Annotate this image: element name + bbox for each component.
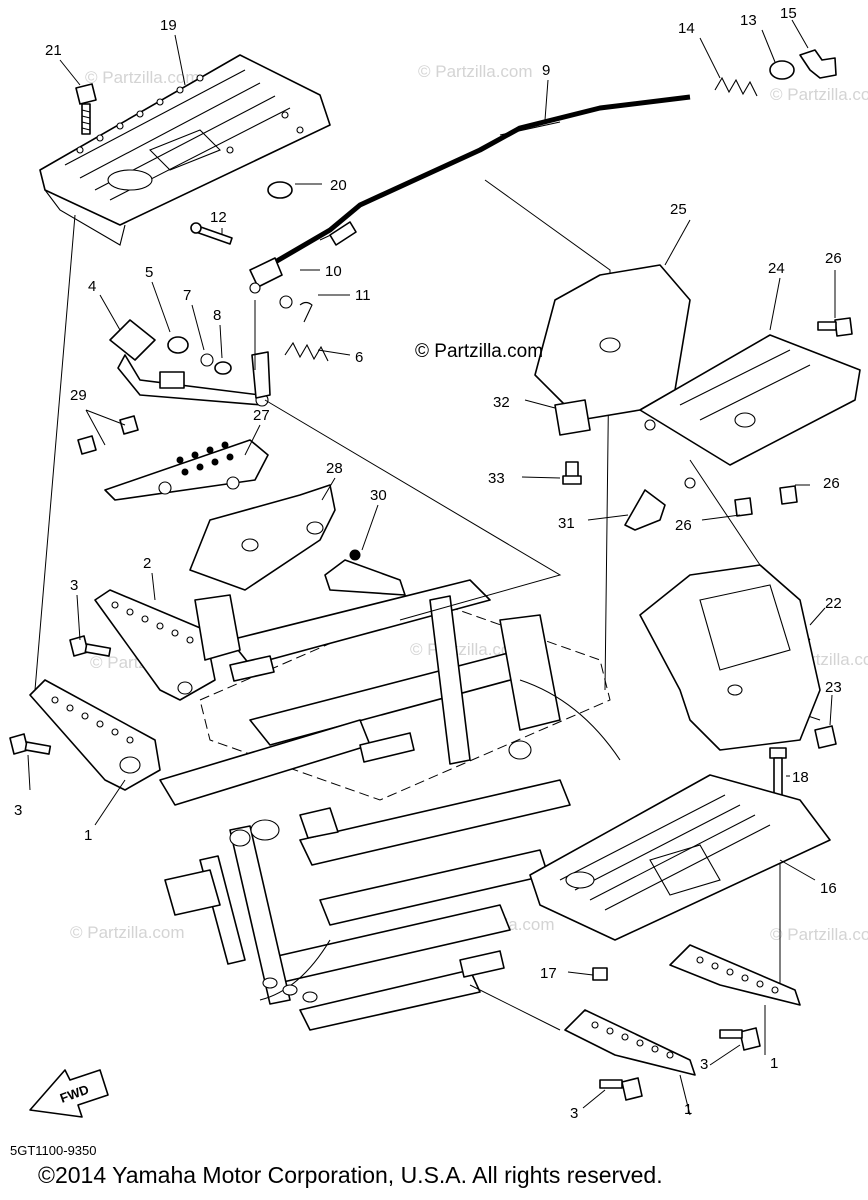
bolts-29 (77, 415, 139, 455)
step-bracket-1c (564, 1009, 696, 1076)
step-bracket-1b (669, 944, 801, 1006)
brake-pedal (109, 319, 271, 407)
step-bracket-1 (29, 679, 161, 791)
callout-1: 1 (684, 1101, 692, 1118)
callout-26: 26 (823, 475, 840, 492)
watermark: © Partzilla.com (70, 923, 185, 942)
watermark: © Partzilla.com (770, 925, 868, 944)
callout-3: 3 (700, 1056, 708, 1073)
callout-17: 17 (540, 965, 557, 982)
callout-22: 22 (825, 595, 842, 612)
footboard-left (39, 54, 331, 246)
bracket-2 (94, 589, 241, 701)
callout-26: 26 (675, 517, 692, 534)
bolt-23 (814, 725, 837, 749)
callout-2: 2 (143, 555, 151, 572)
brake-cable (249, 94, 691, 294)
callout-25: 25 (670, 201, 687, 218)
foot-plate-27 (104, 439, 269, 501)
nut-17 (592, 967, 608, 981)
bolt-3d (599, 1077, 643, 1101)
guard-24 (639, 334, 861, 489)
spring-14 (714, 76, 758, 97)
fwd-arrow-icon: FWD (29, 1069, 109, 1118)
watermark: © Partzilla.com (85, 68, 200, 87)
callout-1: 1 (84, 827, 92, 844)
callout-10: 10 (325, 263, 342, 280)
copyright-notice: ©2014 Yamaha Motor Corporation, U.S.A. A… (38, 1162, 663, 1188)
callout-8: 8 (213, 307, 221, 324)
nut-13 (769, 60, 795, 80)
small-parts (167, 222, 329, 375)
bolt-18 (769, 747, 787, 799)
bolt-3c (719, 1027, 761, 1051)
side-cover-22 (639, 564, 821, 751)
bolts-26 (734, 317, 853, 517)
callout-16: 16 (820, 880, 837, 897)
callout-6: 6 (355, 349, 363, 366)
adjuster-15 (799, 49, 837, 79)
grommet-20 (267, 181, 293, 199)
callout-24: 24 (768, 260, 785, 277)
diagram-code: 5GT1100-9350 (10, 1143, 97, 1158)
callout-21: 21 (45, 42, 62, 59)
callout-33: 33 (488, 470, 505, 487)
callout-19: 19 (160, 17, 177, 34)
callout-3: 3 (70, 577, 78, 594)
watermark: © Partzilla.com (418, 62, 533, 81)
frame-assembly (159, 579, 621, 1031)
callout-30: 30 (370, 487, 387, 504)
callout-4: 4 (88, 278, 96, 295)
callout-27: 27 (253, 407, 270, 424)
callout-3: 3 (570, 1105, 578, 1122)
callout-15: 15 (780, 5, 797, 22)
bolt-3b (9, 733, 52, 755)
bracket-30 (324, 559, 406, 596)
callout-14: 14 (678, 20, 695, 37)
callout-18: 18 (792, 769, 809, 786)
callout-20: 20 (330, 177, 347, 194)
callout-3: 3 (14, 802, 22, 819)
callout-29: 29 (70, 387, 87, 404)
callouts: 19 21 20 14 13 15 9 12 10 11 6 5 4 7 8 2… (14, 5, 842, 1122)
callout-28: 28 (326, 460, 343, 477)
callout-13: 13 (740, 12, 757, 29)
clip-32 (554, 399, 591, 436)
callout-32: 32 (493, 394, 510, 411)
bolt-21 (75, 83, 97, 135)
callout-26: 26 (825, 250, 842, 267)
callout-5: 5 (145, 264, 153, 281)
callout-31: 31 (558, 515, 575, 532)
bolt-33 (562, 461, 582, 485)
cover-28 (189, 484, 336, 591)
bracket-31 (624, 489, 666, 531)
callout-leaders (27, 19, 836, 1116)
footboard-right (529, 774, 831, 941)
bolt-3a (69, 635, 112, 657)
callout-7: 7 (183, 287, 191, 304)
callout-1: 1 (770, 1055, 778, 1072)
partzilla-watermark: © Partzilla.com (415, 341, 543, 362)
callout-9: 9 (542, 62, 550, 79)
callout-23: 23 (825, 679, 842, 696)
footboard-holes (76, 74, 304, 154)
callout-11: 11 (355, 287, 371, 304)
callout-12: 12 (210, 209, 227, 226)
watermark: © Partzilla.com (770, 85, 868, 104)
